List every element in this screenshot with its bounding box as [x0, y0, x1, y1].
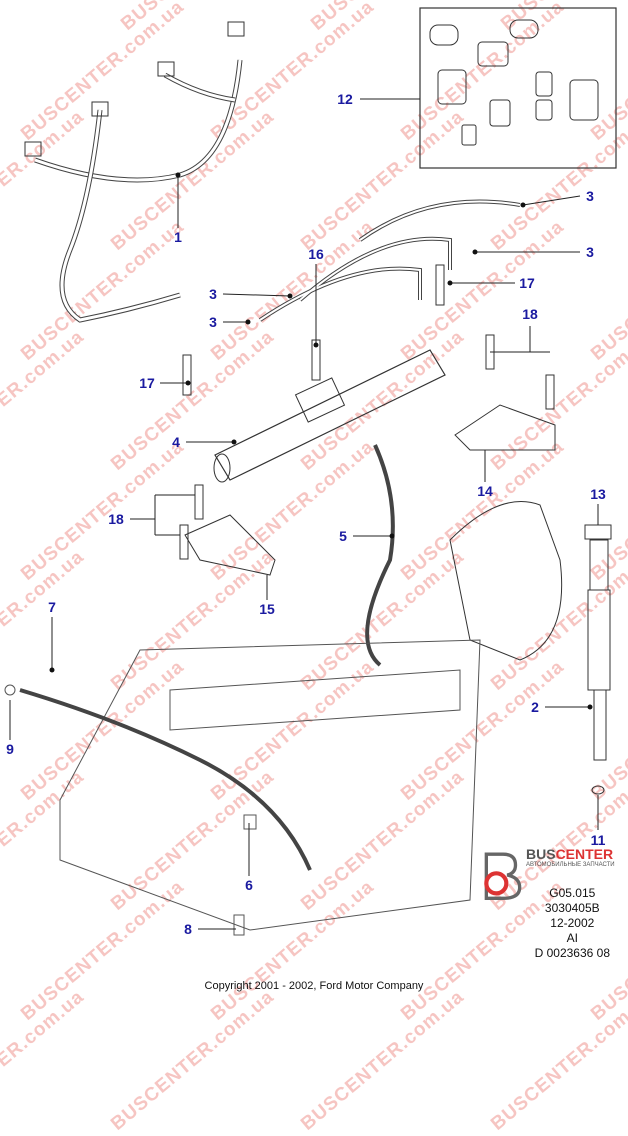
callout-1: 1 — [174, 229, 182, 245]
watermark: BUSCENTER.com.ua — [297, 986, 469, 1135]
part-9-nut — [4, 684, 16, 696]
copyright: Copyright 2001 - 2002, Ford Motor Compan… — [204, 980, 424, 992]
callout-6: 6 — [245, 877, 253, 893]
callout-3: 3 — [209, 314, 217, 330]
callout-8: 8 — [184, 921, 192, 937]
part-5-high-pressure-pipe — [365, 444, 395, 667]
leader-lines — [9, 98, 599, 930]
code-part: 3030405B — [544, 901, 600, 915]
part-14-bracket — [454, 404, 556, 451]
part-3-injector-pipes — [258, 199, 521, 322]
part-12-kit-parts — [429, 19, 599, 146]
callout-3: 3 — [586, 244, 594, 260]
watermark: BUSCENTER.com.ua — [107, 986, 279, 1135]
code-ai: AI — [566, 931, 578, 945]
part-13-clamp — [584, 524, 612, 540]
callout-15: 15 — [259, 601, 275, 617]
parts-diagram — [4, 7, 617, 936]
part-2-injector — [584, 524, 612, 795]
engine-block — [4, 639, 481, 936]
callout-17: 17 — [139, 375, 155, 391]
part-12-kit-box — [419, 7, 617, 169]
part-7-wiring-harness — [19, 688, 312, 871]
part-8-sensor — [233, 914, 245, 936]
code-group: G05.015 — [549, 886, 596, 900]
code-drawing: D 0023636 08 — [534, 946, 610, 960]
callout-4: 4 — [172, 434, 180, 450]
callout-3: 3 — [586, 188, 594, 204]
callout-5: 5 — [339, 528, 347, 544]
part-11-washer — [591, 785, 605, 795]
part-4-fuel-rail — [213, 349, 446, 483]
callout-9: 9 — [6, 741, 14, 757]
drawing-codes: G05.015 3030405B 12-2002 AI D 0023636 08 — [535, 886, 610, 961]
buscenter-logo-icon — [484, 852, 522, 900]
bolts — [179, 264, 555, 560]
part-6-sensor — [243, 814, 257, 830]
callout-12: 12 — [337, 91, 353, 107]
callout-18: 18 — [522, 306, 538, 322]
callout-11: 11 — [590, 832, 606, 848]
logo-text: BUSCENTER АВТОМОБИЛЬНЫЕ ЗАПЧАСТИ — [526, 846, 615, 868]
callout-17: 17 — [519, 275, 535, 291]
callout-3: 3 — [209, 286, 217, 302]
part-1-fuel-return-harness — [24, 21, 245, 323]
fuel-pump — [449, 501, 563, 661]
callout-16: 16 — [308, 246, 324, 262]
code-date: 12-2002 — [550, 916, 595, 930]
callout-14: 14 — [477, 483, 493, 499]
callout-2: 2 — [531, 699, 539, 715]
callout-13: 13 — [590, 486, 606, 502]
part-15-bracket — [184, 514, 276, 576]
callout-18: 18 — [108, 511, 124, 527]
callout-7: 7 — [48, 599, 56, 615]
